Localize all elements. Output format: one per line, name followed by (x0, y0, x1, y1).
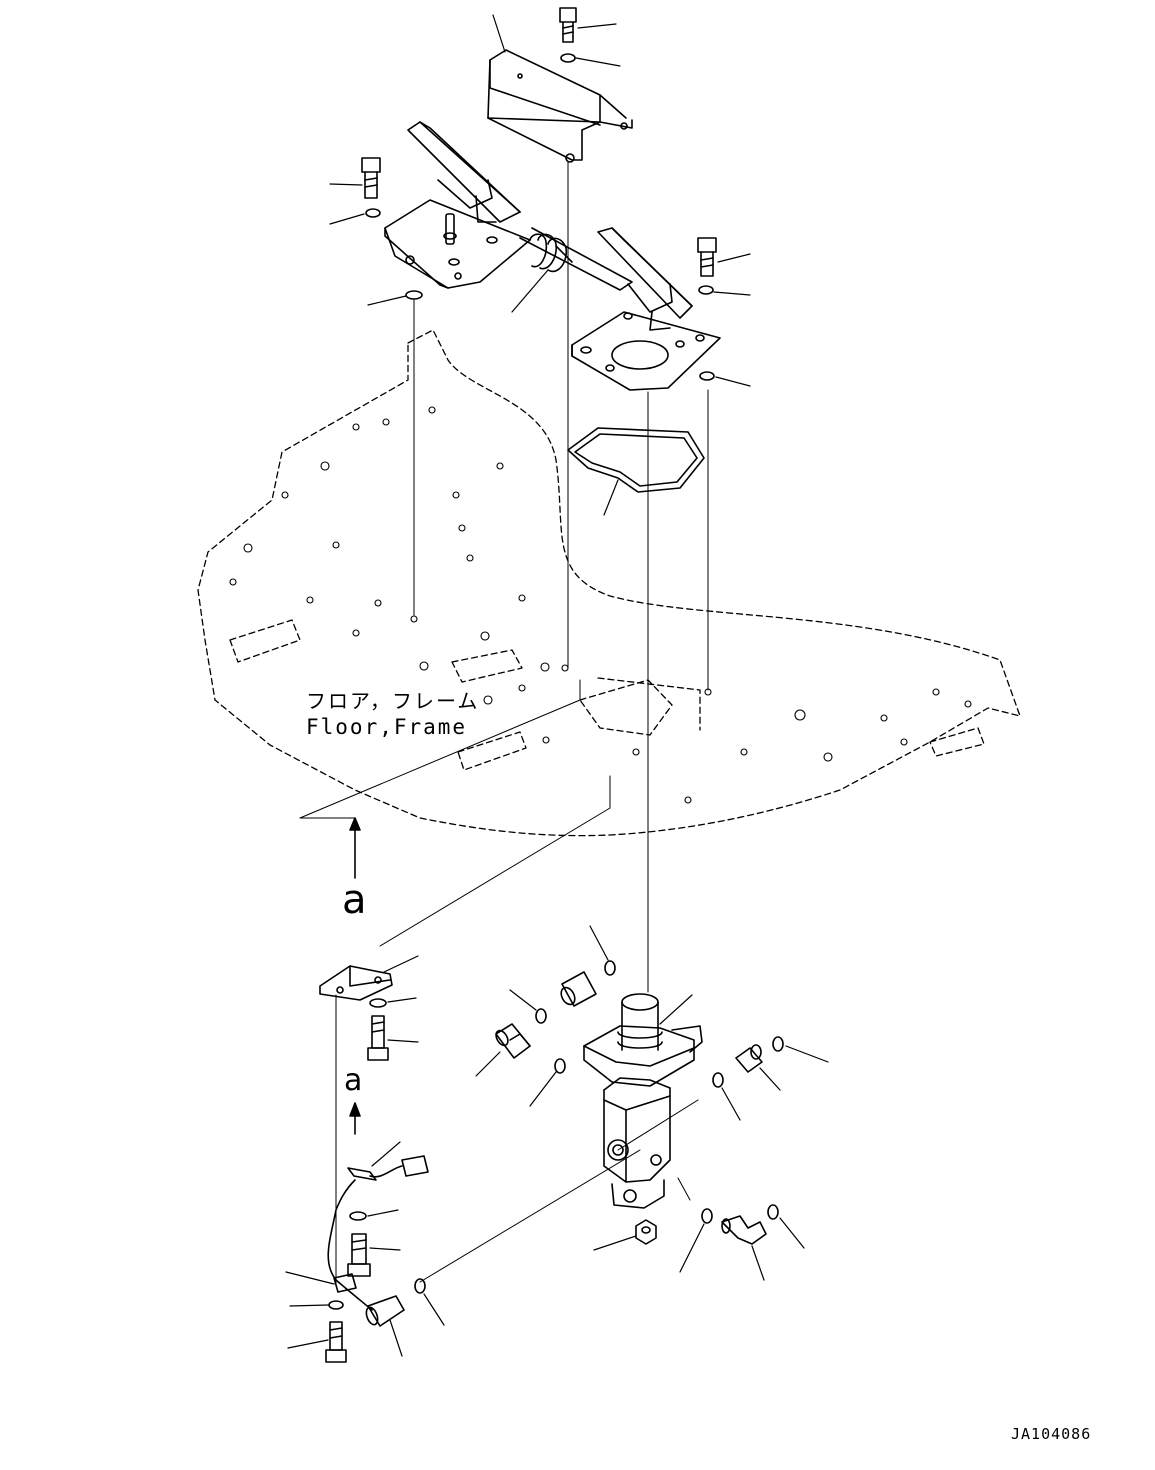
fitting-right (735, 1044, 763, 1073)
fitting-left (495, 1023, 531, 1059)
top-bolt (559, 7, 577, 63)
valve-body (583, 993, 703, 1209)
fitting-top (560, 971, 597, 1007)
gasket (567, 427, 705, 493)
switch-bracket (319, 965, 393, 1061)
top-bracket (487, 49, 633, 163)
drawing-number: JA104086 (1011, 1425, 1092, 1443)
pedal-shaft (519, 227, 633, 291)
valve-nut (635, 1219, 657, 1245)
view-arrow-main (349, 817, 361, 879)
view-arrow-secondary (349, 1102, 361, 1135)
left-pedal (361, 121, 531, 300)
floor-frame (197, 329, 1021, 837)
assembly-lines (299, 161, 709, 1286)
pressure-switch (325, 1155, 429, 1363)
fitting-elbow (721, 1215, 767, 1245)
o-rings (414, 960, 784, 1294)
floor-frame-label-en: Floor,Frame (306, 715, 468, 739)
floor-frame-label-jp: フロア，フレーム (306, 689, 480, 713)
floor-holes (229, 406, 972, 804)
right-pedal (571, 227, 721, 391)
leader-lines (285, 14, 829, 1357)
view-marker-a-main: a (342, 877, 367, 923)
view-marker-a-secondary: a (344, 1063, 363, 1098)
